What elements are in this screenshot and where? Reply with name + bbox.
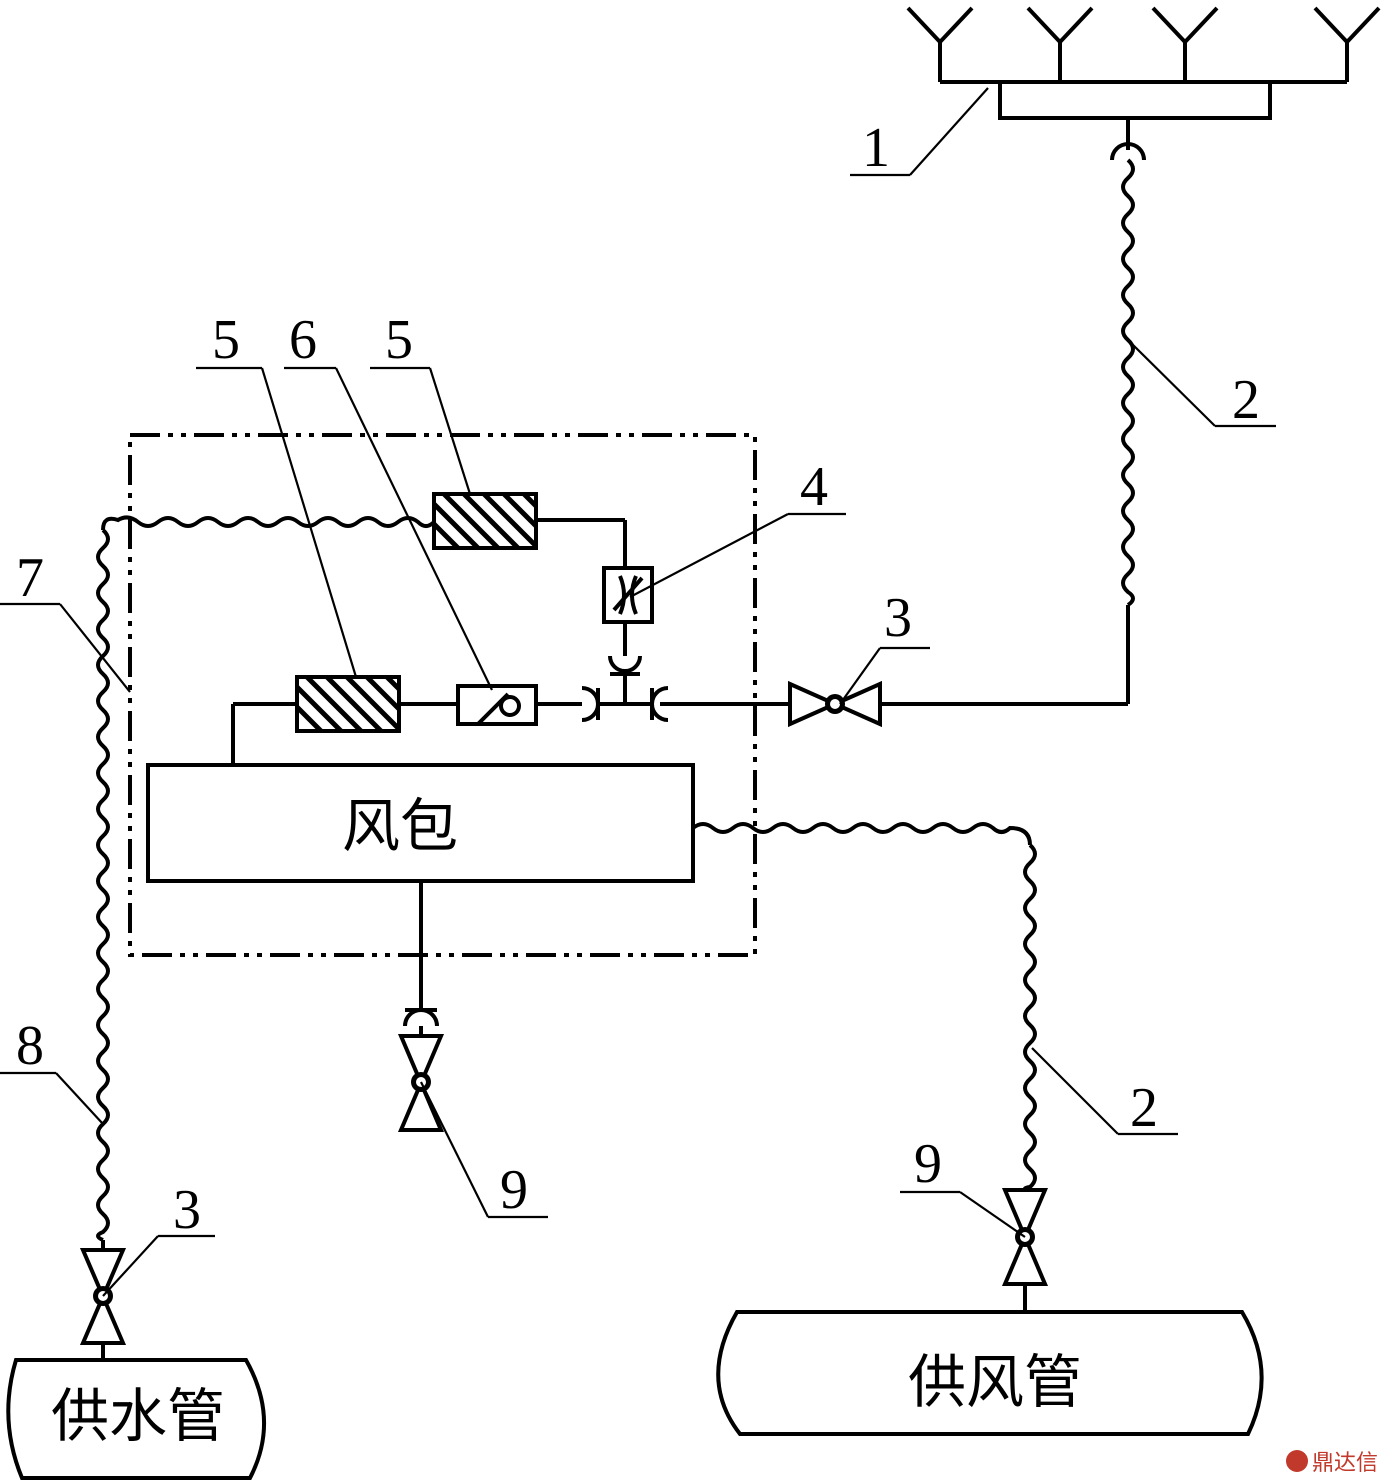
svg-text:7: 7	[16, 547, 44, 609]
svg-text:5: 5	[385, 309, 413, 371]
check-valve	[456, 684, 538, 726]
water-pipe-label: 供水管	[51, 1382, 225, 1450]
enclosure	[128, 433, 757, 957]
svg-text:9: 9	[914, 1133, 942, 1195]
svg-text:8: 8	[16, 1015, 44, 1077]
callout-5-right: 5	[370, 309, 472, 495]
throttle-valve	[602, 566, 654, 624]
ball-valve-water	[79, 1248, 127, 1345]
hose-water-horizontal	[101, 515, 436, 531]
svg-text:1: 1	[862, 117, 890, 179]
callout-8: 8	[0, 1015, 104, 1125]
filter-upper	[432, 492, 538, 550]
nozzle	[906, 6, 974, 82]
nozzle	[1026, 6, 1094, 82]
watermark: 鼎达信	[1285, 1445, 1378, 1477]
callout-6: 6	[284, 309, 493, 691]
svg-text:2: 2	[1232, 369, 1260, 431]
water-supply-pipe: 供水管	[6, 1358, 266, 1480]
hose-air-vertical	[1023, 843, 1037, 1192]
svg-text:2: 2	[1130, 1077, 1158, 1139]
callout-1: 1	[850, 87, 989, 179]
air-supply-pipe: 供风管	[716, 1310, 1264, 1436]
nozzle-header	[906, 6, 1381, 120]
callout-4: 4	[629, 456, 846, 598]
svg-text:5: 5	[212, 309, 240, 371]
svg-text:3: 3	[173, 1179, 201, 1241]
nozzle	[1313, 6, 1381, 82]
ball-valve-right	[788, 680, 882, 728]
svg-text:6: 6	[289, 309, 317, 371]
hose-air-horizontal	[691, 822, 1032, 846]
callout-5-left: 5	[196, 309, 358, 678]
watermark-text: 鼎达信	[1311, 1451, 1378, 1476]
callout-7: 7	[0, 547, 131, 693]
air-bag-label: 风包	[342, 792, 458, 860]
callout-3-right: 3	[839, 587, 930, 705]
svg-text:9: 9	[500, 1159, 528, 1221]
hose-right-upper	[1121, 158, 1135, 607]
callout-9-air: 9	[900, 1133, 1026, 1238]
air-pipe-label: 供风管	[908, 1348, 1082, 1416]
callout-9-drain: 9	[420, 1081, 548, 1221]
nozzle	[1151, 6, 1219, 82]
air-bag: 风包	[146, 763, 695, 883]
svg-text:3: 3	[884, 587, 912, 649]
hose-water-vertical	[96, 528, 110, 1242]
callout-2-lower: 2	[1031, 1047, 1178, 1139]
callout-3-left: 3	[102, 1179, 215, 1297]
callout-2-upper: 2	[1127, 339, 1276, 431]
svg-text:4: 4	[800, 456, 828, 518]
watermark-logo-icon	[1285, 1450, 1308, 1472]
